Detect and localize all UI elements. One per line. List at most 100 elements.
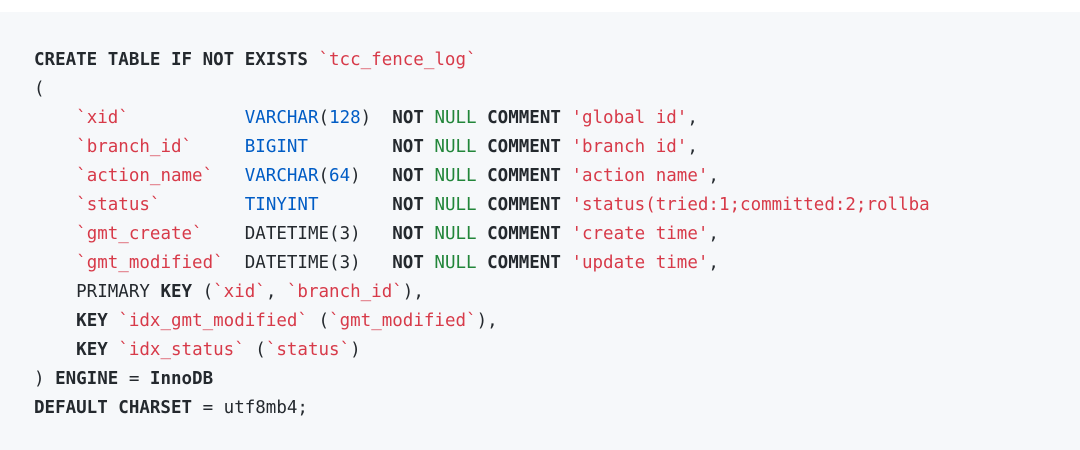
code-token: `xid` (76, 108, 129, 128)
code-token: NULL (434, 166, 477, 186)
code-line: KEY `idx_gmt_modified` (`gmt_modified`), (34, 307, 930, 336)
code-token (129, 108, 245, 128)
code-token (361, 253, 393, 273)
code-token: BIGINT (244, 137, 308, 157)
code-token (561, 195, 572, 215)
code-token (213, 166, 245, 186)
code-token: COMMENT (487, 137, 561, 157)
code-token: 'status(tried:1;committed:2;rollba (571, 195, 930, 215)
code-token: ( (192, 282, 214, 302)
code-token: , (708, 224, 719, 244)
code-token: , (265, 282, 287, 302)
code-token: ) (350, 166, 393, 186)
code-token: `status` (265, 340, 351, 360)
code-token (34, 224, 76, 244)
code-token: NOT (392, 137, 424, 157)
code-token: KEY (76, 311, 108, 331)
code-token (424, 195, 435, 215)
code-token: COMMENT (487, 195, 561, 215)
code-line: `xid` VARCHAR(128) NOT NULL COMMENT 'glo… (34, 104, 930, 133)
code-token: InnoDB (149, 369, 214, 389)
code-token (477, 108, 488, 128)
code-token (477, 224, 488, 244)
code-token: DATETIME(3) (244, 224, 361, 244)
code-token (319, 195, 393, 215)
code-token: ( (34, 79, 45, 99)
code-token: `action_name` (76, 166, 214, 186)
code-token: ) (360, 108, 393, 128)
code-token (34, 311, 76, 331)
code-token: = (118, 369, 150, 389)
code-token (561, 137, 572, 157)
code-token: `branch_id` (76, 137, 193, 157)
code-token: = utf8mb4; (192, 398, 308, 418)
code-token: 'branch id' (571, 137, 688, 157)
code-token: NULL (434, 253, 477, 273)
code-token: `gmt_modified` (76, 253, 224, 273)
code-token (308, 137, 392, 157)
code-token: NOT (392, 166, 424, 186)
code-token (308, 50, 319, 70)
code-line: `branch_id` BIGINT NOT NULL COMMENT 'bra… (34, 133, 930, 162)
code-token: ( (318, 166, 330, 186)
code-token: NOT (392, 253, 424, 273)
code-token: ( (318, 108, 330, 128)
code-token (561, 166, 572, 186)
code-line: `gmt_create` DATETIME(3) NOT NULL COMMEN… (34, 220, 930, 249)
code-token: COMMENT (487, 253, 561, 273)
code-token (361, 224, 393, 244)
code-token: NULL (434, 137, 477, 157)
code-token (34, 108, 76, 128)
code-token (160, 195, 244, 215)
code-line: DEFAULT CHARSET = utf8mb4; (34, 394, 930, 423)
code-line: KEY `idx_status` (`status`) (34, 336, 930, 365)
code-token: `tcc_fence_log` (318, 50, 477, 70)
code-token (477, 166, 488, 186)
code-token: ( (307, 311, 330, 331)
code-token (561, 108, 572, 128)
code-token: DEFAULT CHARSET (34, 398, 193, 418)
code-token: 'global id' (571, 108, 688, 128)
code-line: CREATE TABLE IF NOT EXISTS `tcc_fence_lo… (34, 46, 930, 75)
code-token: ) (350, 340, 361, 360)
code-token: 'create time' (571, 224, 709, 244)
code-line: `gmt_modified` DATETIME(3) NOT NULL COMM… (34, 249, 930, 278)
code-line: ) ENGINE = InnoDB (34, 365, 930, 394)
code-token: NULL (434, 195, 477, 215)
code-token (561, 224, 572, 244)
code-token: ( (244, 340, 266, 360)
code-token: KEY (76, 340, 108, 360)
code-token: NULL (434, 224, 477, 244)
code-token: `xid` (213, 282, 266, 302)
code-token (34, 253, 76, 273)
code-token: ) (34, 369, 56, 389)
code-token (203, 224, 245, 244)
code-token (192, 137, 245, 157)
code-token: ), (476, 311, 498, 331)
code-token (424, 137, 435, 157)
code-token: 'action name' (571, 166, 709, 186)
code-line: `action_name` VARCHAR(64) NOT NULL COMME… (34, 162, 930, 191)
code-token (224, 253, 245, 273)
code-token: , (687, 137, 698, 157)
code-token (424, 108, 435, 128)
code-token: `branch_id` (286, 282, 403, 302)
code-token: VARCHAR (244, 108, 319, 128)
code-token (34, 137, 76, 157)
code-token: DATETIME(3) (244, 253, 361, 273)
code-token: , (687, 108, 698, 128)
code-token: 128 (329, 108, 361, 128)
code-token: 'update time' (571, 253, 709, 273)
code-token: CREATE TABLE IF NOT EXISTS (34, 50, 308, 70)
code-token: ENGINE (55, 369, 119, 389)
code-token: TINYINT (244, 195, 319, 215)
code-token (477, 253, 488, 273)
code-token: VARCHAR (244, 166, 319, 186)
code-line: PRIMARY KEY (`xid`, `branch_id`), (34, 278, 930, 307)
code-token: , (708, 166, 719, 186)
sql-code: CREATE TABLE IF NOT EXISTS `tcc_fence_lo… (34, 46, 930, 423)
code-token: COMMENT (487, 108, 561, 128)
code-token (34, 340, 76, 360)
code-token (424, 253, 435, 273)
code-token: NOT (392, 108, 424, 128)
